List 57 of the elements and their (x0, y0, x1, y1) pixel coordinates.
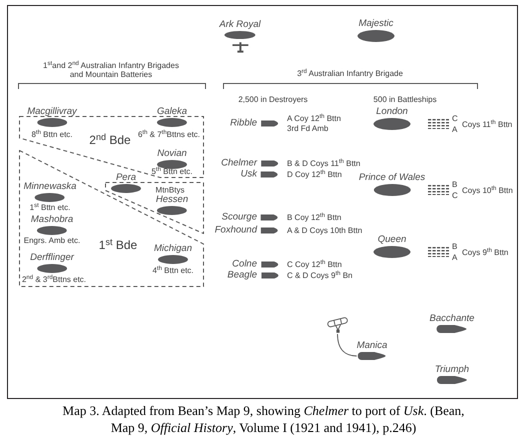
unit-label: C & D Coys 9$^{th}$ Bn (287, 270, 352, 280)
unit-label: 6$^{th}$ & 7$^{th}$Bttns etc. (138, 130, 200, 138)
unit-label: 3rd Fd Amb (287, 124, 328, 132)
unit-label: Engrs. Amb etc. (24, 236, 80, 245)
ship-name: Manica (356, 340, 388, 351)
ship-name: Derfflinger (30, 252, 74, 263)
unit-label: 2$^{nd}$ & 3$^{rd}$Bttns etc. (22, 275, 86, 284)
brigade-label: MtnBtys (156, 186, 184, 194)
ship-name: Pera (116, 172, 136, 182)
unit-label: 8$^{th}$ Bttn etc. (31, 130, 73, 138)
company-letter: C (452, 114, 458, 123)
ship-name: Galeka (156, 106, 188, 116)
ship-name: London (376, 106, 408, 117)
unit-label: A & D Coys 10th Bttn (287, 226, 362, 234)
ship-name: Foxhound (214, 224, 257, 236)
ship-name: Michigan (154, 242, 192, 254)
ship-name: Ribble (230, 118, 257, 128)
ship-name: Minnewaska (24, 181, 76, 192)
unit-label: A Coy 12$^{th}$ Bttn (287, 114, 341, 122)
group-heading: 3$^{rd}$ Australian Infantry Brigade (297, 68, 403, 78)
company-letter: A (452, 125, 458, 134)
ship-name: Scourge (222, 212, 257, 222)
unit-label: 4$^{th}$ Bttn etc. (152, 266, 194, 274)
unit-label: D Coy 12$^{th}$ Bttn (287, 170, 342, 178)
ship-name: Queen (378, 234, 406, 245)
ship-name: Ark Royal (219, 19, 261, 30)
group-heading: 500 in Battleships (373, 94, 437, 104)
company-letter: A (452, 253, 458, 262)
unit-label: C Coy 12$^{th}$ Bttn (287, 260, 342, 268)
ship-name: Hessen (156, 194, 188, 204)
unit-label: B & D Coys 11$^{th}$ Bttn (287, 158, 360, 168)
company-letter: B (452, 180, 458, 189)
unit-label: Coys 9$^{th}$ Bttn (462, 248, 508, 256)
ship-name: Bacchante (430, 313, 474, 324)
ship-name: Mashobra (30, 214, 74, 225)
ship-name: Macgillivray (27, 106, 77, 116)
unit-label: 1$^{st}$ Bttn etc. (30, 203, 70, 212)
ship-name: Chelmer (221, 158, 257, 168)
unit-label: 5$^{th}$ Bttn etc. (151, 167, 193, 176)
caption: Map 3. Adapted from Bean’s Map 9, showing Chelmer to port of Usk. (Bean, Map 9, Official History, Volume I (1921 and 1941), p.246) (62, 402, 466, 436)
ship-name: Novian (157, 148, 187, 158)
group-heading: 1$^{st}$and 2$^{nd}$ Australian Infantry Brigades and Mountain Batteries (42, 61, 180, 79)
ship-name: Colne (232, 258, 257, 270)
group-heading: 2,500 in Destroyers (238, 94, 308, 104)
tether-line (337, 334, 358, 356)
company-letter: B (452, 242, 458, 251)
company-letter: C (452, 191, 458, 200)
unit-label: B Coy 12$^{th}$ Bttn (287, 212, 342, 222)
ship-name: Beagle (227, 270, 257, 280)
ship-name: Majestic (358, 18, 394, 29)
brigade-label: 1$^{st}$ Bde (98, 238, 138, 252)
ship-name: Triumph (434, 364, 470, 375)
ship-name: Usk (240, 168, 257, 180)
unit-label: Coys 10$^{th}$ Bttn (462, 186, 513, 194)
ship-name: Prince of Wales (358, 172, 426, 183)
brigade-label: 2$^{nd}$ Bde (89, 133, 131, 147)
unit-label: Coys 11$^{th}$ Bttn (462, 120, 512, 128)
